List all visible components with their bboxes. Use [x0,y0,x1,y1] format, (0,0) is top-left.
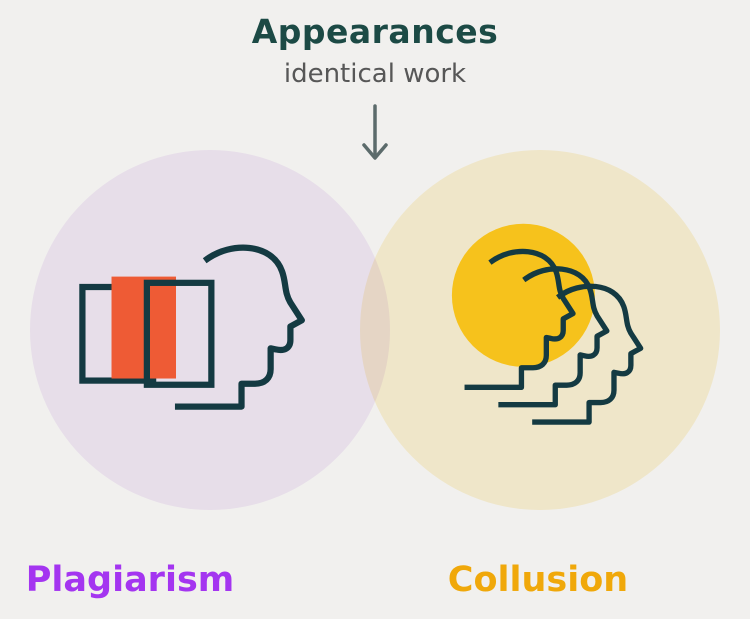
diagram-subtitle: identical work [283,59,467,89]
diagram-title: Appearances [251,12,499,51]
document-outline-right [143,279,215,388]
down-arrow-icon [362,104,388,160]
header: Appearances identical work [0,12,750,89]
plagiarism-label: Plagiarism [25,560,235,600]
collusion-three-heads-icon [451,223,680,448]
arrow-head [362,143,388,160]
collusion-label: Collusion [447,560,629,600]
yellow-circle [451,223,595,367]
plagiarism-head-with-documents-icon [79,235,332,417]
